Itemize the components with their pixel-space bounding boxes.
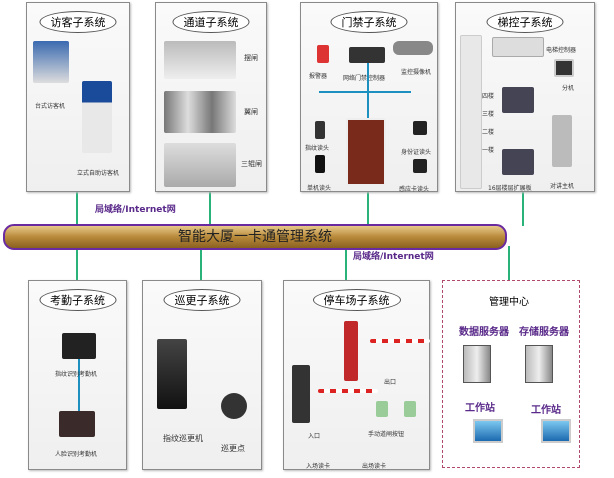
visitor-subsystem: 访客子系统 台式访客机 立式自助访客机 [26, 2, 130, 192]
patrol-device-image [157, 339, 187, 409]
desktop-kiosk-image [33, 41, 69, 83]
access-subsystem: 门禁子系统 报警器 网络门禁控制器 监控摄像机 指纹读头 单机读头 身份证读头 … [300, 2, 438, 193]
label: 指纹识别考勤机 [55, 371, 98, 378]
label: 翼闸 [244, 108, 258, 116]
label: 16层楼层扩展板 [488, 185, 532, 192]
link-access [367, 190, 369, 226]
label: 指纹巡更机 [163, 434, 203, 443]
swing-gate-image [164, 41, 236, 79]
entry-barrier-image [318, 389, 378, 393]
label: 三辊闸 [241, 160, 262, 168]
label: 出场读卡 [362, 463, 387, 470]
face-terminal-image [59, 411, 95, 437]
label: 摆闸 [244, 54, 258, 62]
label: 监控摄像机 [401, 69, 432, 76]
intercom-image [552, 115, 572, 167]
manual-button-image [376, 401, 388, 417]
patrol-subsystem: 巡更子系统 指纹巡更机 巡更点 [142, 280, 262, 470]
id-reader-image [413, 121, 427, 135]
elevator-panel-image [460, 35, 482, 189]
label: 入口 [308, 433, 321, 440]
expansion-board-image [502, 149, 534, 175]
alarm-image [317, 45, 329, 63]
label: 网络门禁控制器 [343, 75, 386, 82]
card-reader-image [413, 159, 427, 173]
exit-gate-image [344, 321, 358, 381]
label: 报警器 [309, 73, 328, 80]
management-title: 管理中心 [489, 297, 529, 308]
camera-image [393, 41, 433, 55]
label: 工作站 [465, 403, 495, 414]
link-channel [209, 190, 211, 226]
door-image [346, 118, 386, 186]
controller-image [349, 47, 385, 63]
label: 单机读头 [307, 185, 332, 192]
workstation-icon [473, 419, 503, 443]
elevator-controller-image [492, 37, 544, 57]
label: 台式访客机 [35, 103, 66, 110]
subsystem-title: 门禁子系统 [330, 11, 408, 33]
link-patrol [200, 246, 202, 280]
label: 数据服务器 [459, 327, 509, 338]
subsystem-title: 通道子系统 [172, 11, 250, 33]
attendance-subsystem: 考勤子系统 指纹识别考勤机 人脸识别考勤机 [28, 280, 127, 470]
label: 人脸识别考勤机 [55, 451, 98, 458]
label: 手动道闸按钮 [368, 431, 405, 438]
patrol-point-image [221, 393, 247, 419]
label: 工作站 [531, 405, 561, 416]
data-server-icon [463, 345, 491, 383]
label: 三楼 [482, 111, 495, 118]
fingerprint-reader-image [315, 121, 325, 139]
subsystem-title: 考勤子系统 [39, 289, 116, 311]
elevator-subsystem: 梯控子系统 电梯控制器 分机 四楼 三楼 二楼 一楼 16层楼层扩展板 对讲主机 [455, 2, 595, 192]
standing-kiosk-image [82, 81, 112, 153]
network-label-bottom: 局域络/Internet网 [353, 252, 434, 262]
label: 存储服务器 [519, 327, 569, 338]
flap-gate-image [164, 91, 236, 133]
label: 对讲主机 [550, 183, 575, 190]
channel-subsystem: 通道子系统 摆闸 翼闸 三辊闸 [155, 2, 267, 192]
subsystem-title: 停车场子系统 [312, 289, 401, 311]
manual-button-image [404, 401, 416, 417]
workstation-icon [541, 419, 571, 443]
link-elevator [522, 190, 524, 226]
label: 入场读卡 [306, 463, 331, 470]
management-center: 管理中心 数据服务器 存储服务器 工作站 工作站 [442, 280, 580, 468]
label: 一楼 [482, 147, 495, 154]
label: 分机 [562, 85, 575, 92]
label: 立式自助访客机 [77, 170, 120, 177]
network-label-top: 局域络/Internet网 [95, 205, 176, 215]
system-bus: 智能大厦一卡通管理系统 [3, 224, 507, 250]
label: 指纹读头 [305, 145, 330, 152]
exit-barrier-image [370, 339, 430, 343]
label: 电梯控制器 [546, 47, 577, 54]
subsystem-title: 访客子系统 [39, 11, 117, 33]
fingerprint-terminal-image [62, 333, 96, 359]
tripod-turnstile-image [164, 143, 236, 187]
subsystem-title: 梯控子系统 [486, 11, 564, 33]
label: 巡更点 [221, 444, 245, 453]
storage-server-icon [525, 345, 553, 383]
label: 二楼 [482, 129, 495, 136]
expansion-board-image [502, 87, 534, 113]
indoor-unit-image [554, 59, 574, 77]
subsystem-title: 巡更子系统 [163, 289, 241, 311]
reader-image [315, 155, 325, 173]
entry-terminal-image [292, 365, 310, 423]
label: 感应卡读头 [399, 186, 430, 193]
link-parking [345, 246, 347, 280]
parking-subsystem: 停车场子系统 出口 入口 手动道闸按钮 入场读卡 出场读卡 [283, 280, 430, 470]
label: 出口 [384, 379, 397, 386]
link-management [508, 246, 510, 280]
label: 四楼 [482, 93, 495, 100]
label: 身份证读头 [401, 149, 432, 156]
